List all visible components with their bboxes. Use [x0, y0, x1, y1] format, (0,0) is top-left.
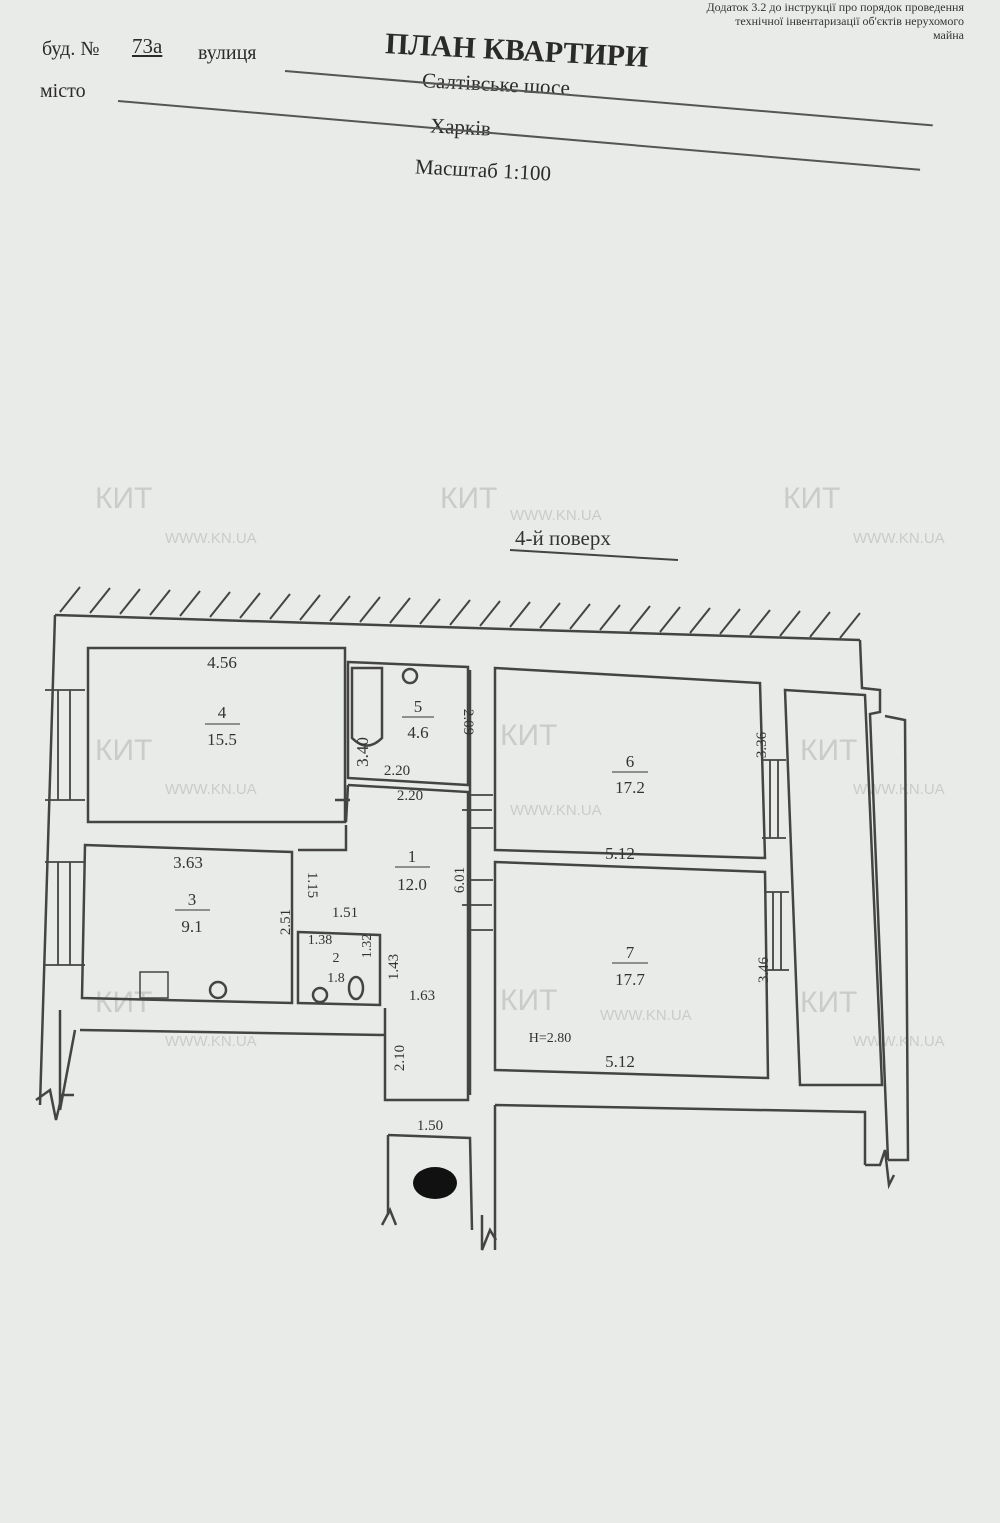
dimension: 3.40	[353, 737, 372, 767]
note-line: майна	[932, 28, 964, 42]
building-label: буд. №	[42, 38, 100, 60]
dimension: 1.50	[417, 1118, 443, 1134]
dimension: 5.12	[605, 1052, 635, 1071]
dimension: 6.01	[452, 867, 468, 893]
room-2	[296, 930, 382, 1007]
watermark: КИТ WWW.KN.UA КИТ WWW.KN.UA КИТ WWW.KN.UA К…	[95, 482, 945, 1050]
svg-text:КИТ: КИТ	[500, 719, 557, 752]
building-number: 73а	[132, 34, 163, 58]
redaction-mark	[413, 1167, 457, 1199]
dimension: 1.43	[386, 954, 402, 980]
bathtub-icon	[350, 666, 384, 747]
room-5	[346, 660, 470, 787]
room-5-area: 4.6	[407, 723, 428, 742]
svg-text:КИТ: КИТ	[800, 986, 857, 1019]
svg-text:WWW.KN.UA: WWW.KN.UA	[853, 781, 945, 798]
room-7-number: 7	[626, 943, 635, 962]
dimension: 1.51	[332, 905, 358, 921]
dimension: 2.20	[384, 763, 410, 779]
room-1-number: 1	[408, 847, 417, 866]
svg-text:КИТ: КИТ	[95, 734, 152, 767]
note-line: Додаток 3.2 до інструкції про порядок пр…	[706, 0, 965, 14]
room-3-number: 3	[188, 890, 197, 909]
dimension: 2.20	[397, 788, 423, 804]
stove-icon	[139, 971, 169, 999]
entry	[386, 1133, 474, 1231]
room-6	[493, 666, 767, 860]
room-3	[80, 843, 294, 1005]
svg-text:КИТ: КИТ	[500, 984, 557, 1017]
svg-text:WWW.KN.UA: WWW.KN.UA	[853, 1033, 945, 1050]
svg-text:КИТ: КИТ	[95, 986, 152, 1019]
city-label: місто	[40, 80, 86, 102]
dimension: 2.10	[392, 1045, 408, 1071]
dimension: 3.36	[754, 731, 770, 758]
room-1-area: 12.0	[397, 875, 427, 894]
svg-text:КИТ: КИТ	[95, 482, 152, 515]
room-2-area: 1.8	[327, 971, 345, 986]
dimension: 1.63	[409, 988, 435, 1004]
room-4-number: 4	[218, 703, 227, 722]
note-line: технічної інвентаризації об'єктів нерухо…	[735, 14, 964, 28]
exterior-wall-line	[54, 613, 861, 642]
room-2-number: 2	[333, 951, 340, 966]
room-5-number: 5	[414, 697, 423, 716]
break-icon	[380, 1207, 398, 1226]
dimension: 1.38	[308, 933, 333, 948]
room-7	[493, 860, 770, 1080]
svg-text:WWW.KN.UA: WWW.KN.UA	[600, 1007, 692, 1024]
dimension: 3.46	[756, 956, 772, 983]
sink-icon	[208, 980, 228, 1000]
dimension: 3.63	[173, 853, 203, 872]
room-4	[86, 646, 347, 824]
svg-text:WWW.KN.UA: WWW.KN.UA	[165, 781, 257, 798]
break-icon	[35, 1087, 74, 1121]
room-6-area: 17.2	[615, 778, 645, 797]
street-label: вулиця	[198, 42, 257, 64]
floor-label: 4-й поверх	[515, 526, 611, 550]
dimension: 4.56	[207, 653, 237, 672]
neighbor-wall	[493, 1103, 867, 1250]
room-3-area: 9.1	[181, 917, 202, 936]
svg-text:КИТ: КИТ	[440, 482, 497, 515]
svg-text:WWW.KN.UA: WWW.KN.UA	[165, 1033, 257, 1050]
break-icon	[480, 1215, 498, 1251]
toilet-icon	[347, 975, 365, 1001]
regulation-note: Додаток 3.2 до інструкції про порядок пр…	[707, 0, 965, 42]
break-icon	[865, 1149, 896, 1190]
svg-text:WWW.KN.UA: WWW.KN.UA	[853, 530, 945, 547]
dimension: 2.51	[278, 909, 294, 935]
wall-hatch	[59, 586, 861, 639]
ceiling-height: Н=2.80	[529, 1031, 572, 1046]
svg-text:WWW.KN.UA: WWW.KN.UA	[165, 530, 257, 547]
room-1-corridor	[298, 783, 470, 1102]
dimension: 5.12	[605, 844, 635, 863]
right-wall	[858, 639, 910, 1162]
room-7-area: 17.7	[615, 970, 645, 989]
dimension: 1.32	[360, 934, 375, 959]
svg-text:КИТ: КИТ	[800, 734, 857, 767]
left-wall	[38, 614, 62, 1110]
room-6-number: 6	[626, 752, 635, 771]
svg-text:WWW.KN.UA: WWW.KN.UA	[510, 802, 602, 819]
dimension: 2.09	[460, 709, 476, 735]
svg-text:WWW.KN.UA: WWW.KN.UA	[510, 507, 602, 524]
dimension: 1.15	[304, 872, 320, 898]
balcony	[783, 688, 884, 1087]
room-4-area: 15.5	[207, 730, 237, 749]
svg-text:КИТ: КИТ	[783, 482, 840, 515]
sink-icon	[401, 667, 419, 685]
sink-icon	[311, 986, 329, 1004]
window-icon	[45, 689, 789, 971]
